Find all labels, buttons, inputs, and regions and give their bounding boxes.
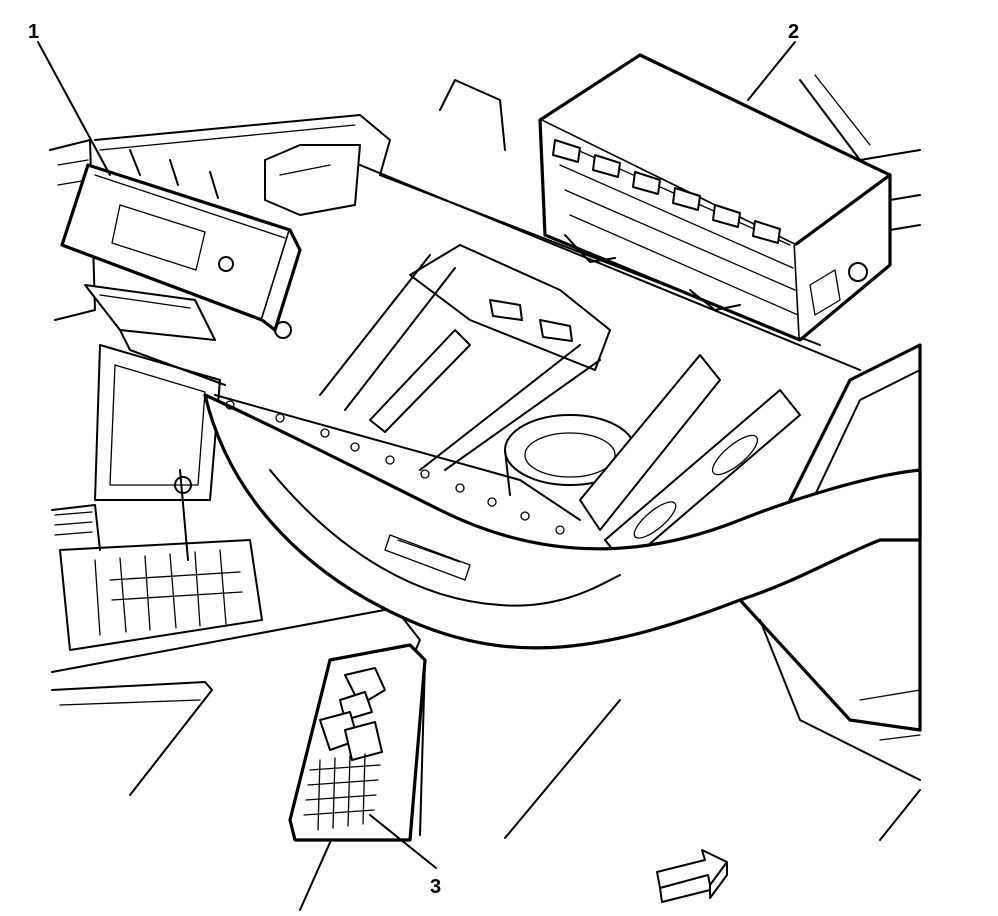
left-lower-bracket bbox=[51, 504, 263, 651]
module-1 bbox=[60, 149, 302, 332]
leader-line-3 bbox=[369, 814, 437, 869]
fuse-block-3 bbox=[288, 643, 427, 842]
glove-box-panel bbox=[203, 393, 922, 650]
leader-line-1 bbox=[37, 41, 111, 176]
callout-1: 1 bbox=[28, 21, 39, 43]
module-1-bracket bbox=[84, 284, 292, 386]
callout-2: 2 bbox=[788, 21, 799, 43]
leader-line-2 bbox=[747, 41, 796, 101]
center-brackets bbox=[319, 244, 611, 471]
module-2 bbox=[538, 53, 892, 342]
right-upper-brackets bbox=[439, 74, 921, 231]
forward-arrow-icon bbox=[656, 849, 728, 903]
callout-3: 3 bbox=[430, 876, 441, 898]
leader-lines bbox=[37, 41, 796, 869]
upper-left-structure bbox=[49, 114, 391, 321]
